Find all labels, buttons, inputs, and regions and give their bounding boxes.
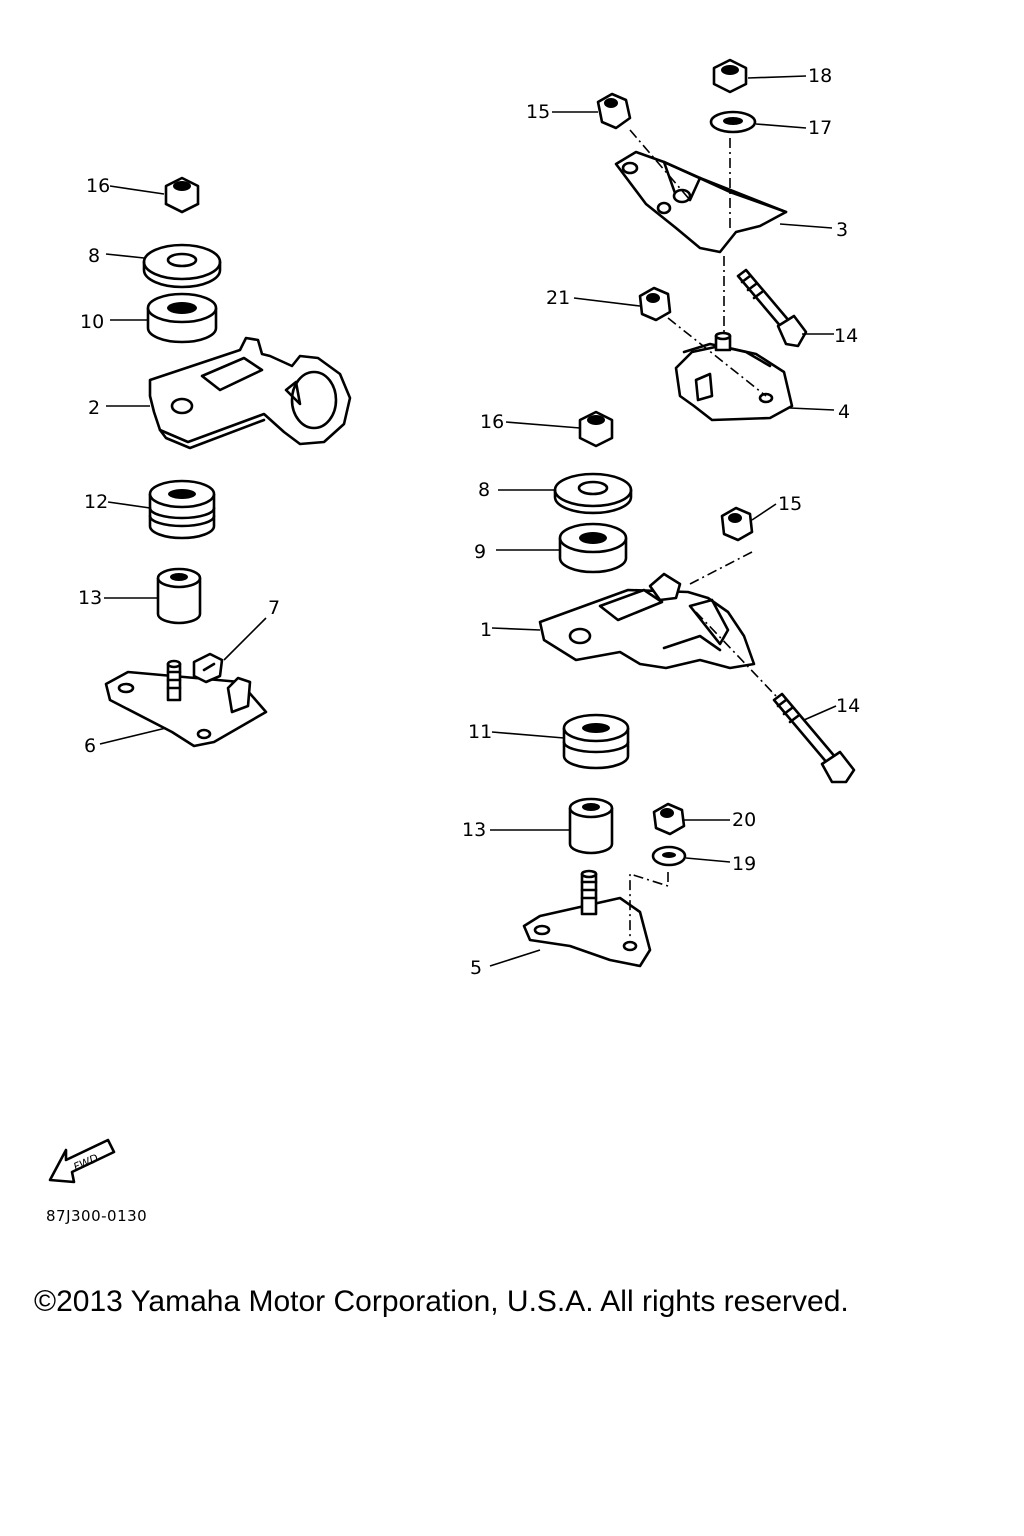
callout-8-right: 8 bbox=[478, 479, 490, 501]
callout-11: 11 bbox=[468, 721, 492, 743]
part-washer-8-left[interactable] bbox=[142, 243, 222, 289]
callout-9: 9 bbox=[474, 541, 486, 563]
callout-14-upper: 14 bbox=[834, 325, 858, 347]
callout-21: 21 bbox=[546, 287, 570, 309]
part-bracket-3[interactable] bbox=[614, 150, 788, 254]
part-bracket-1[interactable] bbox=[538, 572, 756, 670]
callout-14-lower: 14 bbox=[836, 695, 860, 717]
part-damper-10-left[interactable] bbox=[146, 292, 218, 344]
copyright-notice: ©2013 Yamaha Motor Corporation, U.S.A. A… bbox=[34, 1285, 849, 1318]
part-bolt-14-lower[interactable] bbox=[772, 692, 856, 784]
callout-8-left: 8 bbox=[88, 245, 100, 267]
part-grommet-11[interactable] bbox=[562, 713, 630, 770]
callout-20: 20 bbox=[732, 809, 756, 831]
part-mount-4[interactable] bbox=[674, 331, 794, 422]
diagram-reference-code: 87J300-0130 bbox=[46, 1207, 148, 1225]
callout-16-right: 16 bbox=[480, 411, 504, 433]
callout-13-left: 13 bbox=[78, 587, 102, 609]
fwd-arrow-icon: FWD bbox=[48, 1138, 116, 1184]
callout-17: 17 bbox=[808, 117, 832, 139]
callout-15-upper: 15 bbox=[526, 101, 550, 123]
callout-numbers: 16 8 10 2 12 13 7 6 15 18 17 3 21 14 4 1… bbox=[78, 65, 860, 979]
callout-3: 3 bbox=[836, 219, 848, 241]
callout-4: 4 bbox=[838, 401, 850, 423]
part-washer-19[interactable] bbox=[651, 845, 687, 867]
leader-lines bbox=[99, 75, 837, 967]
part-nut-15-upper[interactable] bbox=[596, 92, 632, 130]
callout-2: 2 bbox=[88, 397, 100, 419]
part-plate-6[interactable] bbox=[104, 659, 268, 748]
callout-15-lower: 15 bbox=[778, 493, 802, 515]
part-bolt-14-upper[interactable] bbox=[736, 268, 808, 348]
part-nut-18[interactable] bbox=[712, 58, 748, 94]
callout-13-right: 13 bbox=[462, 819, 486, 841]
part-collar-13-left[interactable] bbox=[156, 567, 202, 625]
callout-7: 7 bbox=[268, 597, 280, 619]
callout-16-left: 16 bbox=[86, 175, 110, 197]
callout-6: 6 bbox=[84, 735, 96, 757]
part-nut-20[interactable] bbox=[652, 802, 686, 836]
callout-10: 10 bbox=[80, 311, 104, 333]
exploded-parts-diagram: 16 8 10 2 12 13 7 6 15 18 17 3 21 14 4 1… bbox=[48, 58, 860, 1184]
part-damper-9[interactable] bbox=[558, 522, 628, 574]
part-plate-5[interactable] bbox=[522, 869, 652, 968]
part-grommet-12[interactable] bbox=[148, 479, 216, 540]
part-clip-7[interactable] bbox=[192, 652, 224, 684]
part-bracket-2[interactable] bbox=[148, 336, 352, 450]
callout-12: 12 bbox=[84, 491, 108, 513]
callout-19: 19 bbox=[732, 853, 756, 875]
alignment-lines bbox=[629, 129, 777, 940]
callout-1: 1 bbox=[480, 619, 492, 641]
part-nut-21[interactable] bbox=[638, 286, 672, 322]
part-washer-8-right[interactable] bbox=[553, 472, 633, 515]
callout-5: 5 bbox=[470, 957, 482, 979]
part-washer-17[interactable] bbox=[709, 110, 757, 134]
part-collar-13-right[interactable] bbox=[568, 797, 614, 855]
part-nut-16-right[interactable] bbox=[578, 410, 614, 448]
callout-18: 18 bbox=[808, 65, 832, 87]
part-nut-15-lower[interactable] bbox=[720, 506, 754, 542]
part-nut-16-left[interactable] bbox=[164, 176, 200, 214]
